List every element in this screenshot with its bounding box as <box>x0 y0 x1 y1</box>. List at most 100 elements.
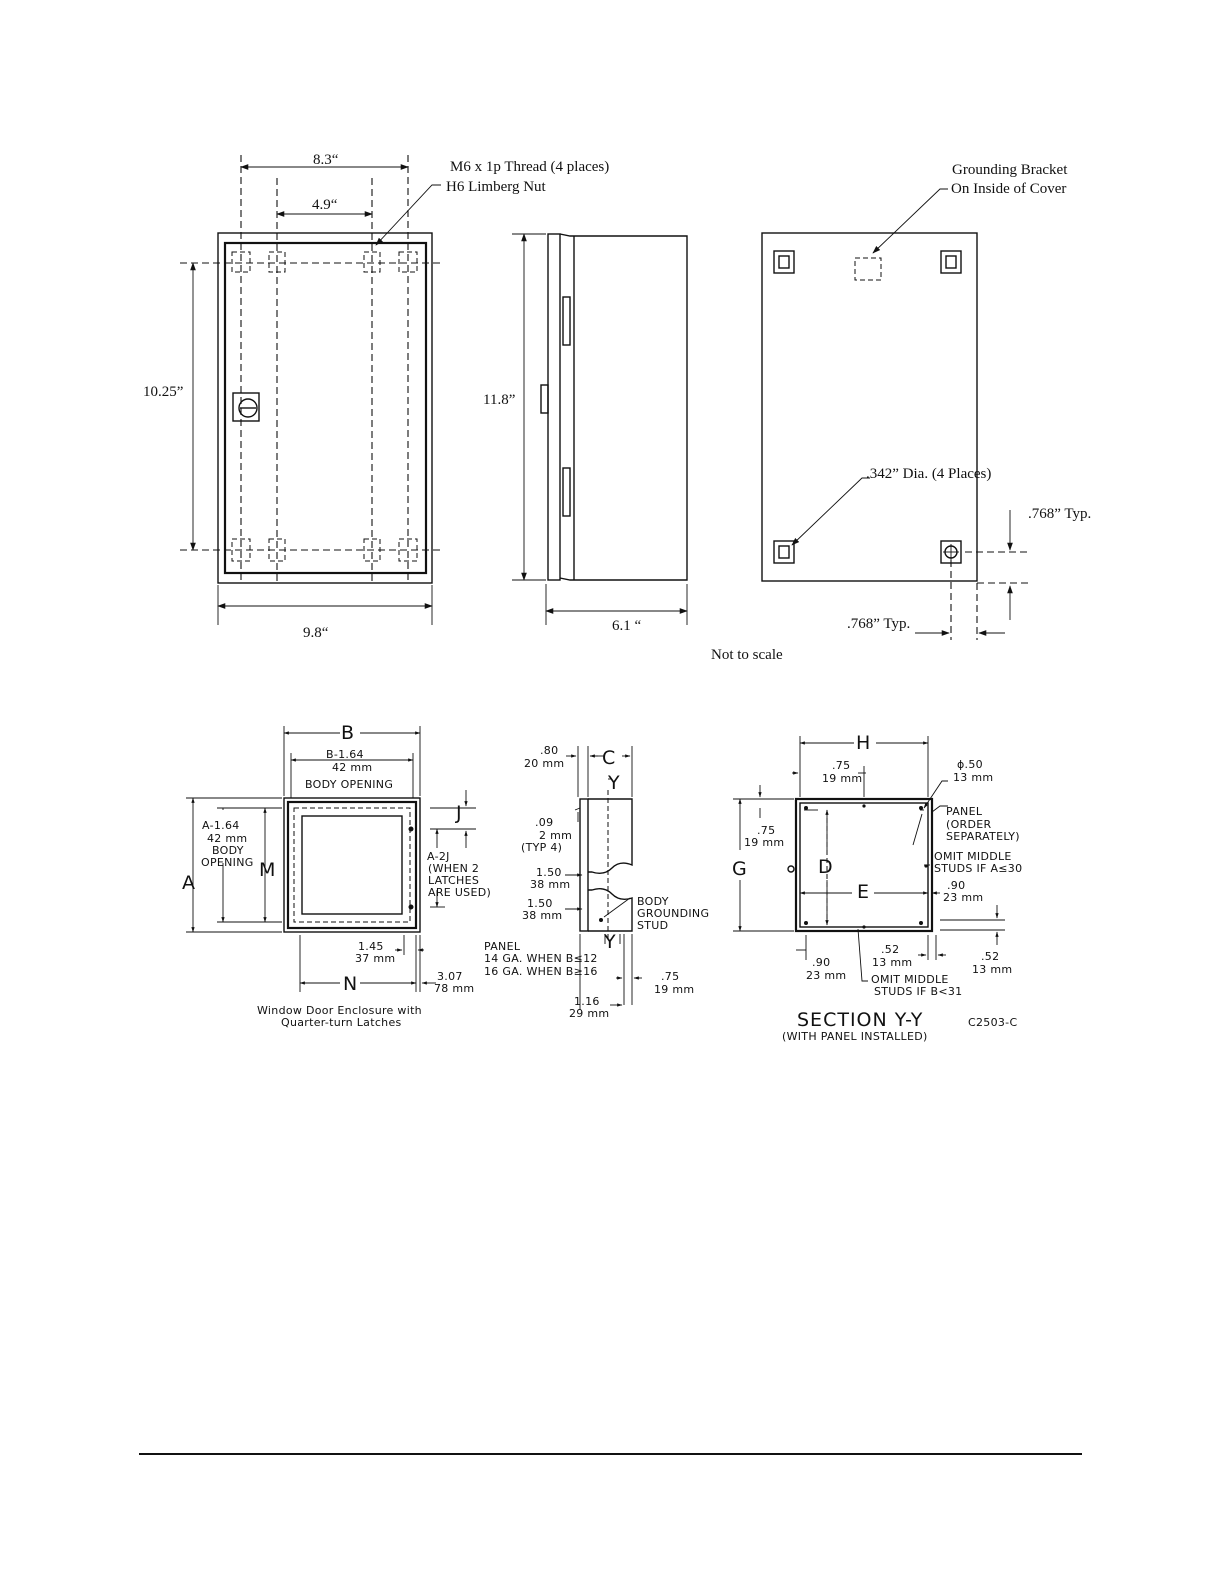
hole-dia-label: .342” Dia. (4 Places) <box>866 466 991 482</box>
dim-n: N <box>343 973 358 995</box>
nut-label: H6 Limberg Nut <box>446 179 547 195</box>
side-depth-label: 6.1 “ <box>612 618 642 634</box>
typ4-label: (TYP 4) <box>521 841 562 854</box>
side-latch <box>540 384 549 414</box>
side-view <box>512 233 688 625</box>
section-title: SECTION Y-Y <box>797 1009 923 1031</box>
dim-52a: .52 <box>881 943 899 956</box>
panel-order-label: PANEL <box>946 805 983 818</box>
body-opening-label: BODY OPENING <box>305 778 393 791</box>
front-height-label: 10.25” <box>143 384 183 400</box>
grounding-label: GROUNDING <box>637 907 709 920</box>
window-door-view <box>186 726 476 992</box>
front-outline <box>217 232 433 584</box>
dim-a-opening: OPENING <box>201 856 254 869</box>
dim-23b: 23 mm <box>806 969 846 982</box>
dim-75: .75 <box>661 970 679 983</box>
dim-b-mm: 42 mm <box>332 761 372 774</box>
dim-a: A <box>182 872 196 894</box>
dim-90a: .90 <box>947 879 965 892</box>
omit-middle-2a: OMIT MIDDLE <box>871 973 949 986</box>
drawing-code: C2503-C <box>968 1016 1017 1029</box>
dim-e: E <box>857 881 870 903</box>
dim-c: C <box>602 747 616 769</box>
dim-20mm: 20 mm <box>524 757 564 770</box>
section-yy-view <box>733 736 1005 982</box>
dim-78mm: 78 mm <box>434 982 474 995</box>
typ-right-label: .768” Typ. <box>1028 506 1091 522</box>
stud-label: STUD <box>637 919 668 932</box>
front-width-bottom-label: 9.8“ <box>303 625 329 641</box>
hinge-top <box>562 296 571 346</box>
dim-19mm: 19 mm <box>654 983 694 996</box>
ga14-label: 14 GA. WHEN B≤12 <box>484 952 598 965</box>
dim-90b: .90 <box>812 956 830 969</box>
dim-b164: B-1.64 <box>326 748 364 761</box>
separately-label: SEPARATELY) <box>946 830 1020 843</box>
dim-150a: 1.50 <box>536 866 562 879</box>
dim-h: H <box>856 732 871 754</box>
hinge-bottom <box>562 467 571 517</box>
dim-m: M <box>259 859 276 881</box>
dim-d: D <box>818 856 834 878</box>
not-to-scale-note: Not to scale <box>711 647 783 663</box>
dim-13c: 13 mm <box>972 963 1012 976</box>
dim-75b: .75 <box>757 824 775 837</box>
dim-a2j: A-2J <box>427 850 450 863</box>
thread-label: M6 x 1p Thread (4 places) <box>450 159 609 175</box>
bracket-label-1: Grounding Bracket <box>952 162 1068 178</box>
panel-installed-label: (WITH PANEL INSTALLED) <box>782 1030 928 1043</box>
dim-38b: 38 mm <box>522 909 562 922</box>
dim-2mm: 2 mm <box>539 829 572 842</box>
dim-38a: 38 mm <box>530 878 570 891</box>
dim-19b: 19 mm <box>744 836 784 849</box>
dim-a-mm: 42 mm <box>207 832 247 845</box>
dim-145: 1.45 <box>358 940 384 953</box>
front-door <box>223 241 428 575</box>
dim-b: B <box>341 722 355 744</box>
dim-75a: .75 <box>832 759 850 772</box>
omit-middle-2b: STUDS IF B<31 <box>874 985 962 998</box>
dim-307: 3.07 <box>437 970 463 983</box>
dia-50-label: ϕ.50 <box>957 758 983 771</box>
dim-13b: 13 mm <box>872 956 912 969</box>
caption-line-1: Window Door Enclosure with <box>257 1004 422 1017</box>
front-view <box>180 155 441 625</box>
stud-markers <box>231 251 418 562</box>
dim-23a: 23 mm <box>943 891 983 904</box>
dim-a-body: BODY <box>212 844 244 857</box>
section-y-top: Y <box>607 772 621 794</box>
dim-80: .80 <box>540 744 558 757</box>
caption-line-2: Quarter-turn Latches <box>281 1016 402 1029</box>
body-label: BODY <box>637 895 669 908</box>
dim-19a: 19 mm <box>822 772 862 785</box>
omit-middle-1b: STUDS IF A≤30 <box>934 862 1022 875</box>
when2-label: (WHEN 2 <box>428 862 479 875</box>
back-view <box>761 188 1030 640</box>
dim-13a: 13 mm <box>953 771 993 784</box>
panel-label: PANEL <box>484 940 521 953</box>
latches-label: LATCHES <box>428 874 479 887</box>
dim-37mm: 37 mm <box>355 952 395 965</box>
front-width-top-label: 8.3“ <box>313 152 339 168</box>
grounding-bracket <box>854 257 882 281</box>
side-height-label: 11.8” <box>483 392 515 408</box>
bracket-label-2: On Inside of Cover <box>951 181 1066 197</box>
section-y-bottom: Y <box>603 931 617 953</box>
order-label: (ORDER <box>946 818 992 831</box>
dim-52b: .52 <box>981 950 999 963</box>
dim-09: .09 <box>535 816 553 829</box>
front-width-inner-label: 4.9“ <box>312 197 338 213</box>
side-section-view <box>565 746 642 1010</box>
dim-150b: 1.50 <box>527 897 553 910</box>
dim-a164: A-1.64 <box>202 819 240 832</box>
omit-middle-1a: OMIT MIDDLE <box>934 850 1012 863</box>
dim-g: G <box>732 858 748 880</box>
dim-j: J <box>455 802 463 824</box>
ga16-label: 16 GA. WHEN B≥16 <box>484 965 598 978</box>
dim-116: 1.16 <box>574 995 600 1008</box>
dim-29mm: 29 mm <box>569 1007 609 1020</box>
areused-label: ARE USED) <box>428 886 491 899</box>
latch-knob-icon <box>238 398 258 418</box>
